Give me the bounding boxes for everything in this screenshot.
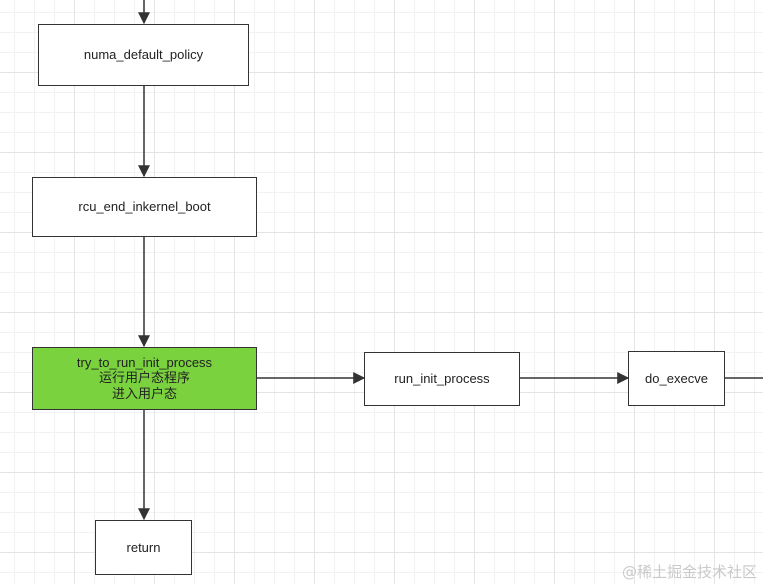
watermark: @稀土掘金技术社区	[621, 563, 757, 581]
node-try-to-run-init-process[interactable]: try_to_run_init_process 运行用户态程序 进入用户态	[32, 347, 257, 410]
node-return[interactable]: return	[95, 520, 192, 575]
node-label: return	[126, 539, 161, 555]
node-label: run_init_process	[394, 371, 490, 386]
node-numa-default-policy[interactable]: numa_default_policy	[38, 24, 249, 86]
node-note-enter-user-mode: 进入用户态	[111, 386, 177, 402]
node-note-run-user-program: 运行用户态程序	[98, 370, 190, 386]
node-do-execve[interactable]: do_execve	[628, 351, 725, 406]
node-rcu-end-inkernel-boot[interactable]: rcu_end_inkernel_boot	[32, 177, 257, 237]
node-label: do_execve	[645, 370, 708, 386]
node-label: rcu_end_inkernel_boot	[78, 199, 211, 214]
node-run-init-process[interactable]: run_init_process	[364, 352, 520, 406]
node-label: numa_default_policy	[83, 47, 204, 62]
node-label: try_to_run_init_process	[76, 354, 213, 370]
